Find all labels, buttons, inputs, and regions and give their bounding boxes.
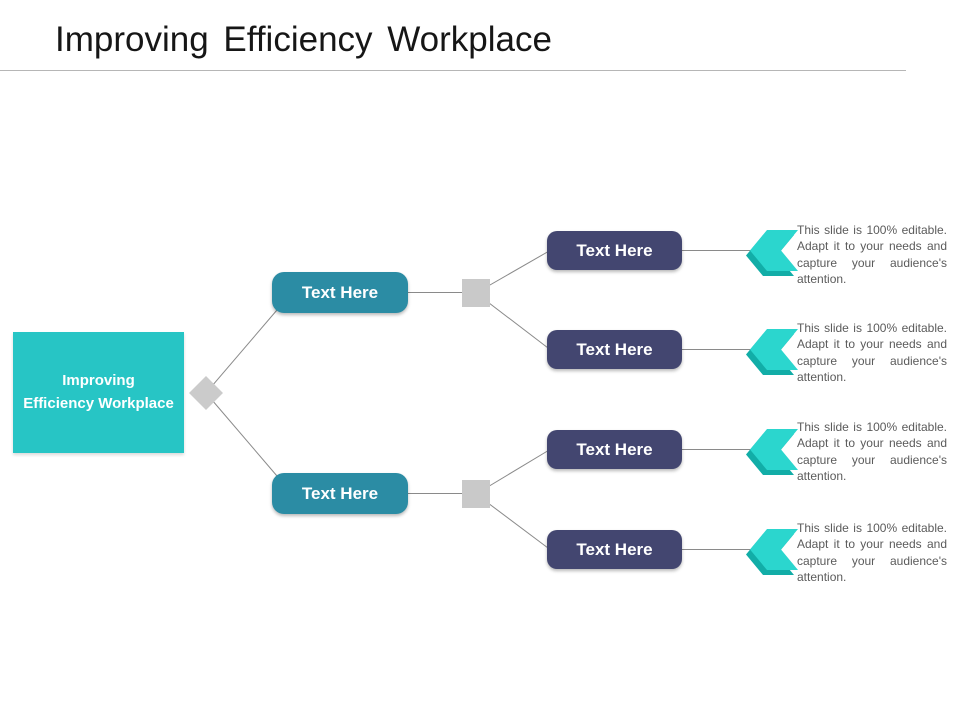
- branch-node-2: Text Here: [272, 473, 408, 514]
- title-divider: [0, 70, 906, 71]
- leaf-node-label: Text Here: [576, 240, 653, 260]
- chevron-left-arrow-icon: [746, 529, 798, 575]
- root-node-label: Improving Efficiency Workplace: [23, 372, 174, 412]
- leaf-node-3: Text Here: [547, 430, 682, 469]
- leaf-description-2: This slide is 100% editable. Adapt it to…: [797, 321, 947, 385]
- branch-node-label: Text Here: [301, 483, 379, 503]
- chevron-left-arrow-icon: [746, 429, 798, 475]
- chevron-left-arrow-icon: [746, 230, 798, 276]
- leaf-node-4: Text Here: [547, 530, 682, 569]
- leaf-node-label: Text Here: [576, 339, 653, 359]
- root-node: Improving Efficiency Workplace: [13, 332, 184, 453]
- branch-node-label: Text Here: [301, 282, 379, 302]
- leaf-node-label: Text Here: [576, 539, 653, 559]
- square-connector-2: [462, 480, 490, 508]
- square-connector-1: [462, 279, 490, 307]
- leaf-node-label: Text Here: [576, 439, 653, 459]
- leaf-description-4: This slide is 100% editable. Adapt it to…: [797, 521, 947, 585]
- branch-node-1: Text Here: [272, 272, 408, 313]
- leaf-node-2: Text Here: [547, 330, 682, 369]
- leaf-node-1: Text Here: [547, 231, 682, 270]
- chevron-left-arrow-icon: [746, 329, 798, 375]
- leaf-description-3: This slide is 100% editable. Adapt it to…: [797, 420, 947, 484]
- leaf-description-1: This slide is 100% editable. Adapt it to…: [797, 223, 947, 287]
- slide-title: Improving Efficiency Workplace: [55, 20, 552, 59]
